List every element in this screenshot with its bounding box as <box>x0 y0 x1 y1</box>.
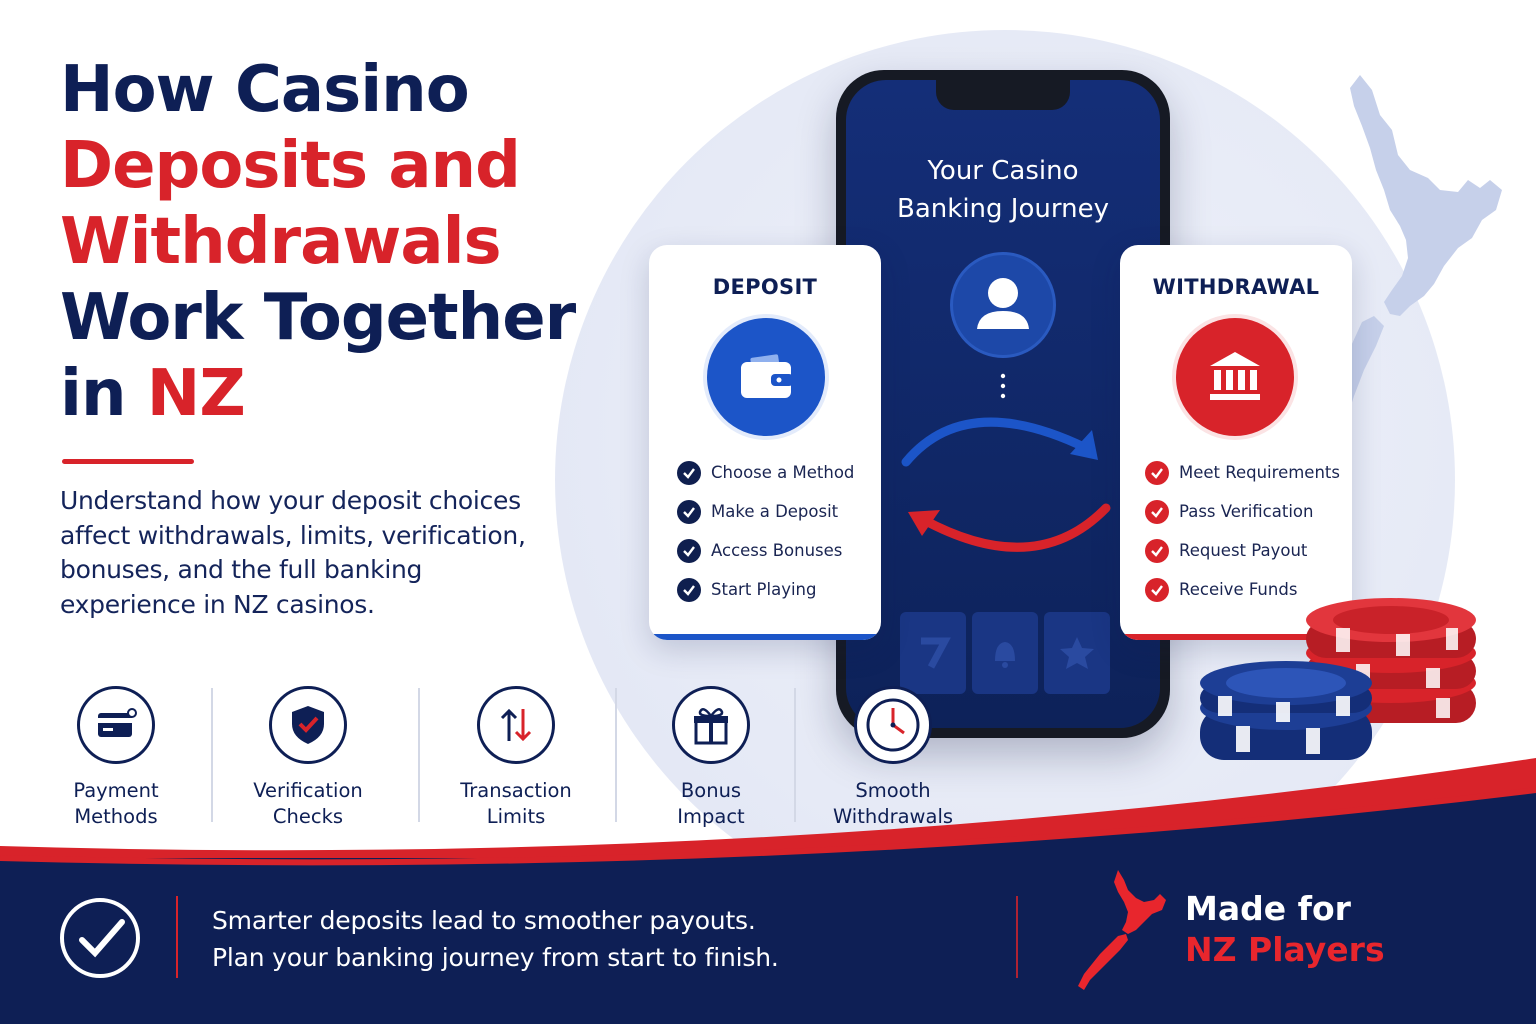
feature-divider <box>211 688 213 822</box>
check-icon <box>1145 460 1169 485</box>
phone-title-line-1: Your Casino <box>927 156 1079 186</box>
phone-notch <box>936 80 1070 110</box>
withdrawal-step: Receive Funds <box>1145 570 1340 609</box>
withdrawal-step-label: Receive Funds <box>1179 580 1298 599</box>
deposit-card-title: DEPOSIT <box>712 275 818 299</box>
deposit-step-label: Make a Deposit <box>711 502 839 521</box>
headline: How Casino Deposits and Withdrawals Work… <box>60 52 580 432</box>
banner-line-2: Plan your banking journey from start to … <box>212 943 779 972</box>
headline-accent-line <box>62 459 194 464</box>
phone-screen: Your Casino Banking Journey <box>846 80 1160 728</box>
phone-title: Your Casino Banking Journey <box>846 152 1160 228</box>
check-icon <box>677 577 701 602</box>
made-for-nz-players: Made for NZ Players <box>1185 888 1385 970</box>
bank-icon <box>1176 318 1294 436</box>
shield-check-icon <box>269 686 347 764</box>
headline-line-2: Deposits and <box>60 129 521 203</box>
gift-icon <box>672 686 750 764</box>
deposit-steps: Choose a Method Make a Deposit Access Bo… <box>677 453 854 609</box>
phone-title-line-2: Banking Journey <box>897 194 1109 224</box>
deposit-step-label: Access Bonuses <box>711 541 843 560</box>
feature-divider <box>418 688 420 822</box>
withdrawal-step-label: Meet Requirements <box>1179 463 1340 482</box>
withdrawal-step: Request Payout <box>1145 531 1340 570</box>
phone-mockup: Your Casino Banking Journey <box>836 70 1170 738</box>
headline-line-3: Withdrawals <box>60 205 502 279</box>
withdrawal-steps: Meet Requirements Pass Verification Requ… <box>1145 453 1340 609</box>
headline-line-5-prefix: in <box>60 357 147 431</box>
up-down-arrows-icon <box>477 686 555 764</box>
withdrawal-step: Meet Requirements <box>1145 453 1340 492</box>
check-icon <box>1145 577 1169 602</box>
deposit-step-label: Start Playing <box>711 580 817 599</box>
nz-players-label: NZ Players <box>1185 930 1385 969</box>
deposit-step-label: Choose a Method <box>711 463 855 482</box>
check-icon <box>677 460 701 485</box>
slot-tiles <box>900 612 1110 694</box>
slot-seven-icon <box>900 612 966 694</box>
deposit-card-accent-bar <box>649 634 881 640</box>
intro-text: Understand how your deposit choices affe… <box>60 486 526 619</box>
withdrawal-card-title: WITHDRAWAL <box>1152 275 1320 299</box>
casino-chips-icon <box>1200 598 1476 760</box>
nz-map-icon <box>1078 870 1166 990</box>
banner-top-curve <box>0 787 1536 870</box>
feature-divider <box>615 688 617 822</box>
deposit-step: Start Playing <box>677 570 854 609</box>
withdrawal-card-accent-bar <box>1120 634 1352 640</box>
withdrawal-step-label: Pass Verification <box>1179 502 1314 521</box>
feature-divider <box>794 688 796 822</box>
slot-bell-icon <box>972 612 1038 694</box>
slot-star-icon <box>1044 612 1110 694</box>
headline-line-4: Work Together <box>60 281 576 355</box>
connector-dots <box>1000 373 1006 399</box>
deposit-card: DEPOSIT Choose a Method Make a Deposit A… <box>649 245 881 640</box>
headline-line-1: How Casino <box>60 53 470 127</box>
check-icon <box>677 538 701 563</box>
withdrawal-step-label: Request Payout <box>1179 541 1308 560</box>
headline-line-5: in NZ <box>60 356 580 432</box>
banner-message: Smarter deposits lead to smoother payout… <box>212 902 779 976</box>
banner-line-1: Smarter deposits lead to smoother payout… <box>212 906 756 935</box>
check-icon <box>1145 538 1169 563</box>
withdrawal-card: WITHDRAWAL Meet Requirements Pass Verifi… <box>1120 245 1352 640</box>
made-for-label: Made for <box>1185 889 1351 928</box>
banner-divider <box>176 896 178 978</box>
bottom-banner <box>0 858 1536 1024</box>
checkmark-circle-icon <box>60 898 140 978</box>
wallet-icon <box>707 318 825 436</box>
withdrawal-step: Pass Verification <box>1145 492 1340 531</box>
deposit-step: Access Bonuses <box>677 531 854 570</box>
nz-map-background-icon <box>1340 75 1502 490</box>
clock-icon <box>854 686 932 764</box>
check-icon <box>1145 499 1169 524</box>
deposit-step: Choose a Method <box>677 453 854 492</box>
credit-card-icon <box>77 686 155 764</box>
deposit-step: Make a Deposit <box>677 492 854 531</box>
headline-nz-highlight: NZ <box>146 357 246 431</box>
user-avatar-icon <box>950 252 1056 358</box>
banner-divider <box>1016 896 1018 978</box>
exchange-arrows-icon <box>901 417 1111 552</box>
check-icon <box>677 499 701 524</box>
